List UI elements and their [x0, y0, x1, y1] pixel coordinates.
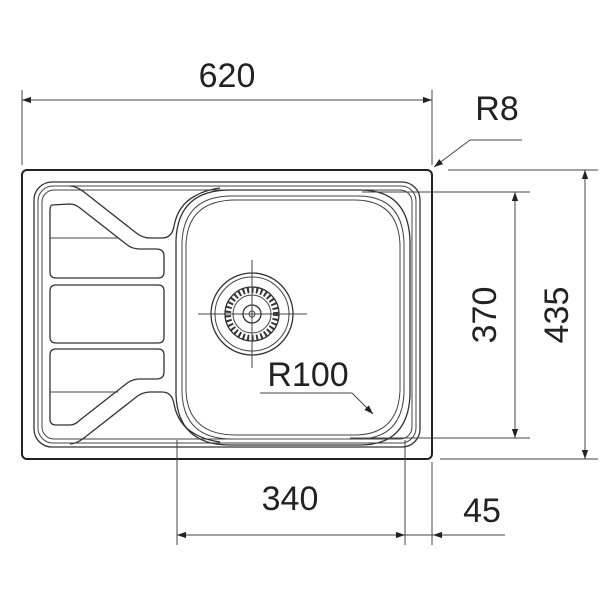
bowl [175, 189, 411, 446]
dim-label-370: 370 [466, 287, 504, 344]
drain-strainer [198, 260, 307, 368]
dim-label-45: 45 [463, 492, 501, 530]
dim-label-340: 340 [262, 480, 319, 518]
dimension-bowl-width: 340 [176, 440, 406, 545]
dimension-bowl-depth: 370 [350, 191, 530, 439]
dim-label-620: 620 [199, 57, 256, 95]
drainboard [49, 185, 221, 445]
dim-label-r8: R8 [475, 90, 518, 128]
dimension-edge-offset: 45 [405, 462, 505, 545]
dim-label-435: 435 [538, 287, 576, 344]
dimension-overall-depth: 435 [440, 169, 598, 460]
dimension-overall-width: 620 [21, 57, 433, 165]
dimension-corner-radius: R8 [433, 90, 522, 168]
dimension-bowl-radius: R100 [260, 356, 374, 415]
dim-label-r100: R100 [267, 356, 348, 394]
